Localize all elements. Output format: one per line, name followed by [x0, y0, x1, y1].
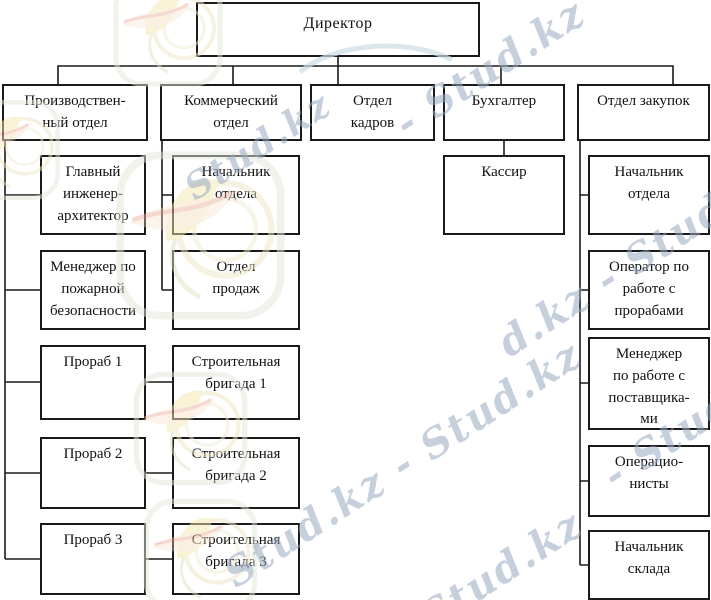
connector-foreman-brigade-links	[146, 381, 172, 560]
connector-bus-level2	[57, 65, 674, 84]
org-box-commercial-dept: Коммерческий отдел	[160, 84, 302, 141]
org-box-brigade-2: Строительная бригада 2	[172, 437, 300, 509]
org-box-brigade-3: Строительная бригада 3	[172, 523, 300, 595]
org-box-sales-dept: Отдел продаж	[172, 250, 300, 330]
connector-trunk-commercial	[161, 141, 172, 291]
connector-trunk-procurement	[579, 141, 588, 566]
org-box-foreman-2: Прораб 2	[40, 437, 146, 509]
org-box-operationists: Операцио- нисты	[588, 445, 710, 517]
org-box-foreman-3: Прораб 3	[40, 523, 146, 595]
org-box-supplier-manager: Менеджер по работе с поставщика- ми	[588, 337, 710, 430]
org-box-procurement-dept: Отдел закупок	[577, 84, 710, 141]
org-box-warehouse-head: Начальник склада	[588, 530, 710, 600]
org-box-chief-engineer: Главный инженер- архитектор	[40, 155, 146, 235]
org-box-brigade-1: Строительная бригада 1	[172, 345, 300, 420]
org-box-procurement-head: Начальник отдела	[588, 155, 710, 235]
org-box-fire-safety-manager: Менеджер по пожарной безопасности	[40, 250, 146, 330]
org-box-director: Директор	[196, 2, 480, 57]
connector-trunk-production	[4, 141, 40, 560]
org-box-commercial-head: Начальник отдела	[172, 155, 300, 235]
org-box-production-dept: Производствен- ный отдел	[2, 84, 148, 141]
org-box-cashier: Кассир	[443, 155, 565, 235]
org-box-foremen-operator: Оператор по работе с прорабами	[588, 250, 710, 330]
org-box-foreman-1: Прораб 1	[40, 345, 146, 420]
org-box-accountant: Бухгалтер	[443, 84, 565, 141]
org-box-hr-dept: Отдел кадров	[310, 84, 435, 141]
